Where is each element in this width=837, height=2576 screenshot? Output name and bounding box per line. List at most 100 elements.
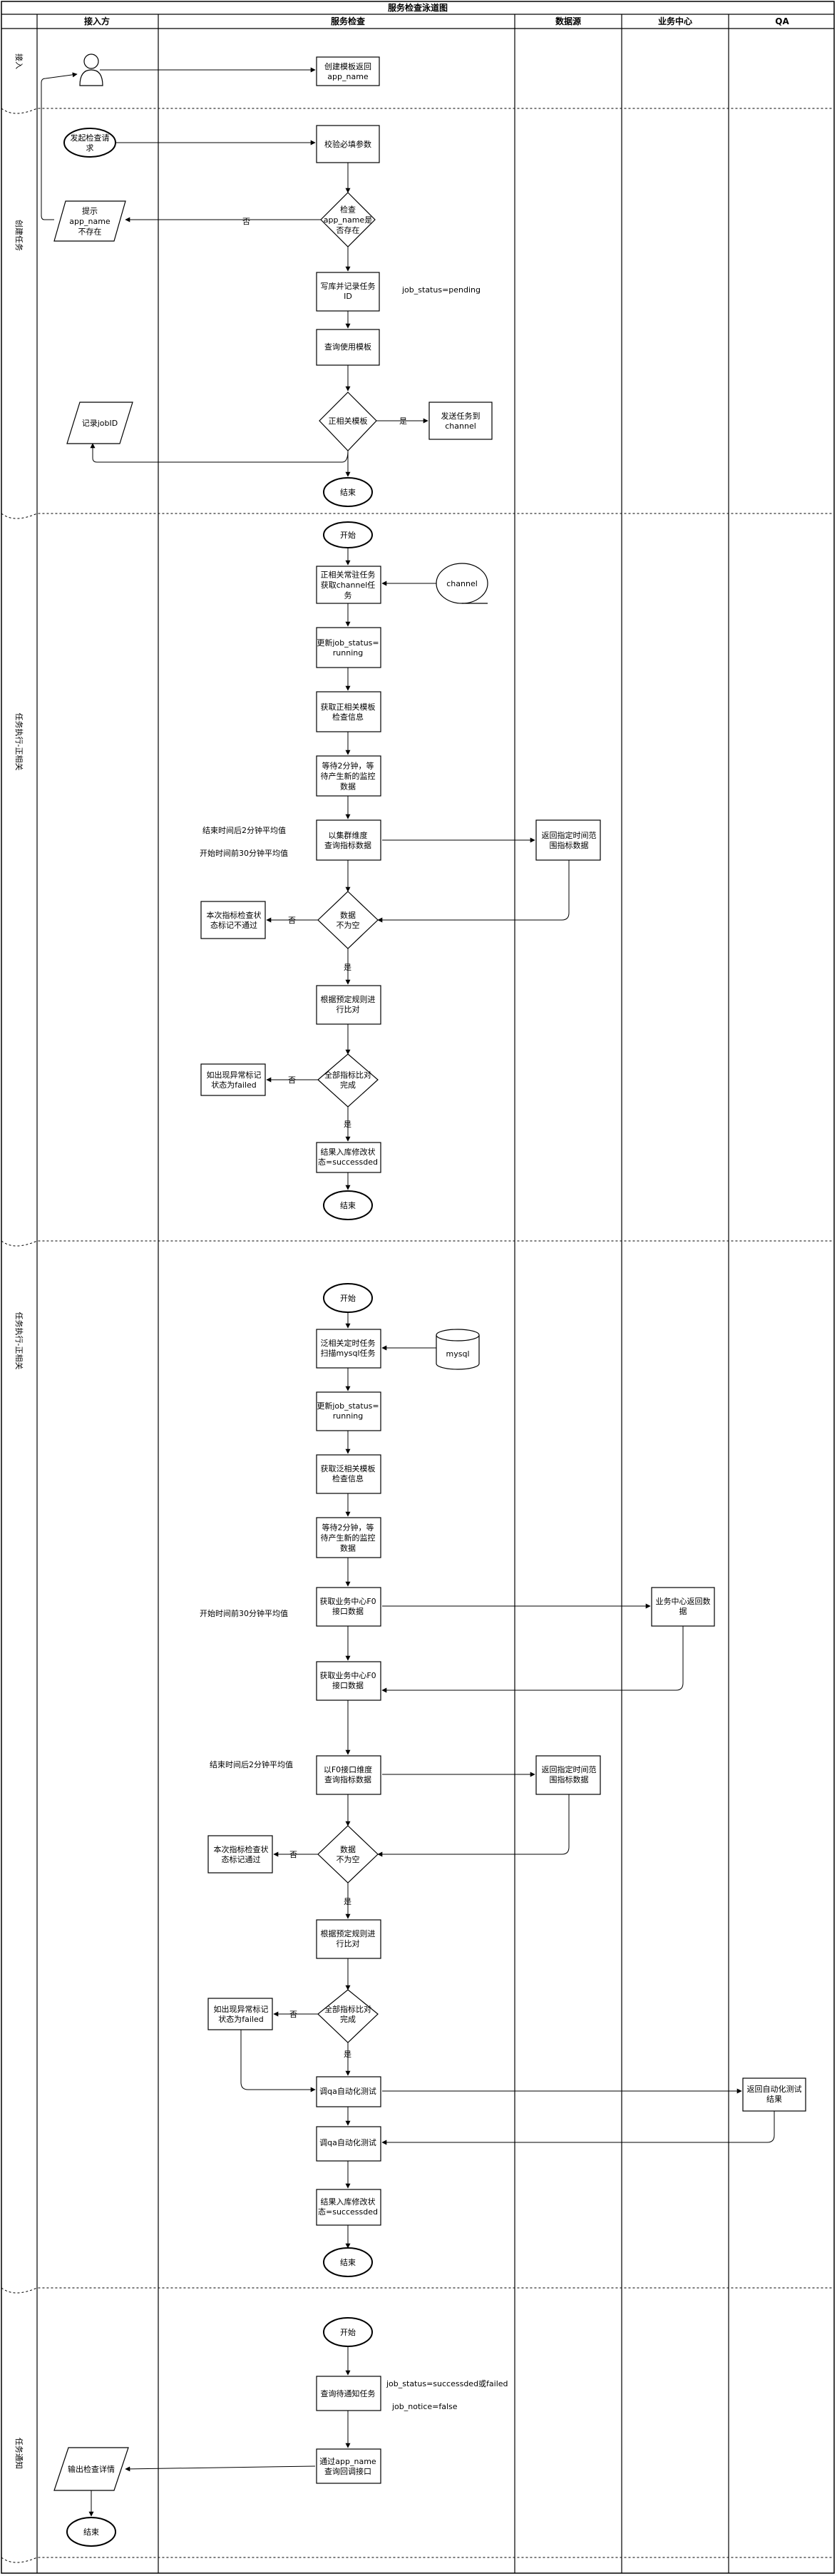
node-label-line: 查询待通知任务: [321, 2388, 376, 2398]
node-query-notice-tasks[interactable]: 查询待通知任务: [316, 2376, 381, 2411]
node-label: 以集群维度查询指标数据: [324, 830, 371, 850]
node-label-line: 等待2分钟，等: [322, 761, 374, 771]
node-failed-1[interactable]: 如出现异常标记状态为failed: [200, 1063, 266, 1096]
lane-header-business: 业务中心: [658, 16, 692, 26]
node-label: 调qa自动化测试: [319, 2137, 376, 2147]
node-skip-check-2[interactable]: 本次指标检查状态标记通过: [207, 1835, 273, 1874]
node-label: 结果入库修改状态=successded: [318, 2197, 378, 2217]
node-wait-1[interactable]: 等待2分钟，等待产生新的监控数据: [316, 755, 381, 797]
node-end-3[interactable]: 结束: [323, 2247, 373, 2277]
node-validate-params[interactable]: 校验必填参数: [316, 125, 380, 163]
node-update-running-2[interactable]: 更新job_status=running: [316, 1391, 381, 1431]
lane-label-access: 接入方: [84, 16, 110, 26]
node-label-line: 调qa自动化测试: [319, 2086, 376, 2096]
lane-label-qa: QA: [775, 16, 789, 26]
phase-separator: [1, 108, 834, 114]
node-start-3[interactable]: 开始: [323, 1283, 373, 1313]
annotation-job-notice-false: job_notice=false: [391, 2402, 458, 2411]
node-call-qa[interactable]: 调qa自动化测试: [316, 2076, 381, 2107]
node-label-line: 写库并记录任务: [321, 281, 376, 291]
node-biz-return[interactable]: 业务中心返回数据: [651, 1587, 715, 1627]
node-is-normal-template-decision[interactable]: 正相关模板: [319, 392, 377, 451]
node-get-check-info-1[interactable]: 获取正相关模板检查信息: [316, 691, 381, 732]
node-label-line: 否存在: [337, 225, 360, 235]
node-record-jobid[interactable]: 记录jobID: [66, 402, 133, 444]
node-label-line: 更新job_status=: [317, 1401, 379, 1411]
node-label-line: 输出检查详情: [68, 2464, 115, 2474]
node-label-line: 结束: [340, 2258, 356, 2267]
node-return-metrics-2[interactable]: 返回指定时间范围指标数据: [535, 1755, 601, 1795]
node-success-2[interactable]: 结果入库修改状态=successded: [316, 2189, 381, 2226]
node-label-line: 态=successded: [318, 1157, 378, 1167]
node-all-done-decision-2[interactable]: 全部指标比对完成: [317, 1989, 379, 2043]
node-mysql-db[interactable]: mysql: [436, 1329, 480, 1370]
node-channel-queue[interactable]: channel: [436, 563, 488, 604]
phase-label-exec-normal: 任务执行-正相关: [14, 713, 24, 771]
node-end-2[interactable]: 结束: [323, 1190, 373, 1220]
node-success-1[interactable]: 结果入库修改状态=successded: [316, 1142, 381, 1173]
node-query-template[interactable]: 查询使用模板: [316, 329, 380, 366]
node-label-line: 扫描mysql任务: [321, 1348, 376, 1358]
node-label-line: 以F0接口维度: [324, 1764, 372, 1774]
edge: [125, 2465, 316, 2472]
edge: [381, 2111, 775, 2145]
node-label-line: 正相关常驻任务: [321, 570, 376, 580]
node-label-line: 结束: [340, 488, 356, 497]
node-label: 本次指标检查状态标记通过: [214, 1844, 269, 1864]
node-skip-check-1[interactable]: 本次指标检查状态标记不通过: [200, 901, 266, 939]
node-label: 返回自动化测试结果: [747, 2084, 802, 2104]
edge-label-yes: 是: [344, 1897, 351, 1906]
node-actor[interactable]: [79, 53, 103, 86]
node-start-2[interactable]: 开始: [323, 521, 373, 548]
node-compare-2[interactable]: 根据预定规则进行比对: [316, 1919, 381, 1959]
node-label-line: 据: [679, 1606, 687, 1616]
node-failed-2[interactable]: 如出现异常标记状态为failed: [207, 1998, 273, 2030]
node-label-line: 返回指定时间范: [542, 830, 597, 840]
node-scan-mysql[interactable]: 泛相关定时任务扫描mysql任务: [316, 1329, 381, 1369]
node-label-line: 数据: [340, 1543, 356, 1553]
node-label: 开始: [340, 2327, 356, 2337]
node-label: 输出检查详情: [68, 2464, 115, 2474]
node-end-4[interactable]: 结束: [66, 2517, 116, 2547]
node-start-4[interactable]: 开始: [323, 2317, 373, 2347]
node-end-1[interactable]: 结束: [323, 477, 373, 507]
node-output-detail[interactable]: 输出检查详情: [53, 2447, 129, 2491]
node-label-line: 围指标数据: [550, 840, 589, 850]
node-get-check-info-2[interactable]: 获取泛相关模板检查信息: [316, 1454, 381, 1494]
node-label: 返回指定时间范围指标数据: [542, 830, 597, 850]
node-data-not-empty-decision-2[interactable]: 数据不为空: [317, 1825, 379, 1884]
node-label-line: 接口数据: [332, 1680, 364, 1690]
annotation-end-time-avg: 结束时间后2分钟平均值: [202, 825, 286, 835]
node-compare-1[interactable]: 根据预定规则进行比对: [316, 985, 381, 1025]
node-all-done-decision-1[interactable]: 全部指标比对完成: [317, 1053, 379, 1108]
edge: [377, 1794, 570, 1857]
node-query-metrics-1[interactable]: 以集群维度查询指标数据: [316, 819, 381, 861]
phase-label-exec-reverse: 任务执行-正相关: [14, 1312, 24, 1370]
node-return-metrics-1[interactable]: 返回指定时间范围指标数据: [535, 819, 601, 861]
node-data-not-empty-decision-1[interactable]: 数据不为空: [317, 891, 379, 949]
node-wait-2[interactable]: 等待2分钟，等待产生新的监控数据: [316, 1517, 381, 1558]
node-label: 结束: [340, 2258, 356, 2267]
node-listen-channel[interactable]: 正相关常驻任务获取channel任务: [316, 566, 381, 604]
node-start-check-request[interactable]: 发起检查请求: [63, 128, 116, 158]
node-call-qa-2[interactable]: 调qa自动化测试: [316, 2126, 381, 2162]
node-qa-return[interactable]: 返回自动化测试结果: [742, 2077, 806, 2112]
node-query-metrics-2[interactable]: 以F0接口维度查询指标数据: [316, 1755, 381, 1795]
node-update-running-1[interactable]: 更新job_status=running: [316, 627, 381, 668]
node-label-line: 数据: [340, 910, 356, 920]
node-label-line: 待产生新的监控: [321, 771, 376, 781]
node-label: 数据不为空: [337, 1844, 360, 1864]
node-label: 发起检查请求: [71, 133, 110, 153]
node-label: 结束: [340, 1201, 356, 1210]
annotation-start-time-avg: 开始时间前30分钟平均值: [200, 848, 288, 858]
